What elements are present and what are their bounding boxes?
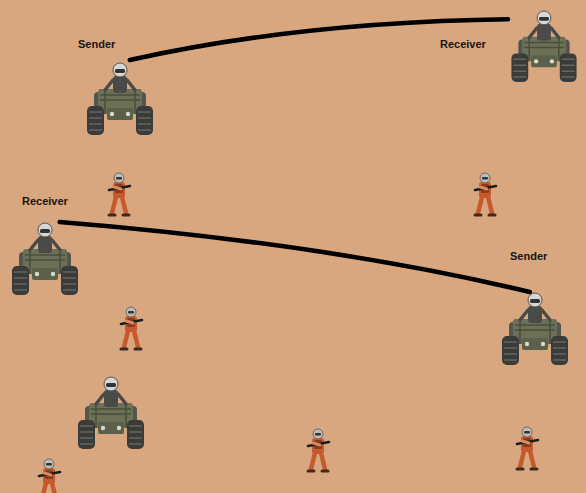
- radio-link: [130, 19, 508, 60]
- role-label: Receiver: [22, 195, 68, 208]
- role-label: Receiver: [440, 38, 486, 51]
- soldier-figure: [517, 427, 538, 469]
- soldier-figure: [109, 173, 130, 215]
- link-line: [60, 222, 530, 292]
- vehicle-node: Sender: [498, 292, 572, 367]
- role-label: Sender: [78, 38, 115, 51]
- soldier-figure: [121, 307, 142, 349]
- link-line: [130, 19, 508, 60]
- atv-vehicle: [12, 223, 78, 295]
- soldier-figure: [475, 173, 496, 215]
- vehicle-node: Receiver: [10, 222, 80, 297]
- vehicle-node: Receiver: [508, 12, 580, 84]
- soldier-figure: [39, 459, 60, 493]
- atv-vehicle: [502, 293, 568, 365]
- atv-vehicle: [78, 377, 144, 449]
- soldier-figure: [308, 429, 329, 471]
- atv-vehicle: [87, 63, 153, 135]
- radio-link: [60, 222, 530, 292]
- vehicle-node: Sender: [85, 60, 155, 137]
- role-label: Sender: [510, 250, 547, 263]
- atv-vehicle: [511, 11, 576, 82]
